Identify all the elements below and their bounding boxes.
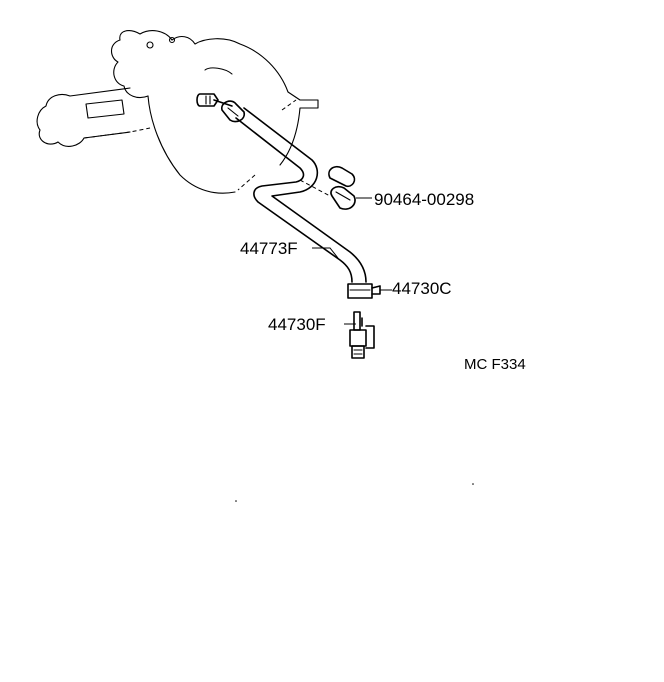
upper-hose-clip [221, 100, 246, 123]
lower-hose-clamp [347, 283, 381, 299]
union-check-valve [349, 311, 375, 359]
part-number-44730f: 44730F [268, 315, 326, 334]
part-number-90464-00298: 90464-00298 [374, 190, 474, 209]
speck [235, 500, 237, 502]
speck [472, 483, 474, 485]
part-number-44730c: 44730C [392, 279, 452, 298]
figure-code: MC F334 [464, 356, 526, 373]
part-number-44773f: 44773F [240, 239, 298, 258]
leader-clip [299, 179, 331, 197]
brake-booster-outline [36, 30, 319, 194]
leader-44773f [312, 247, 339, 259]
vacuum-hose [235, 107, 367, 283]
booster-check-fitting [196, 93, 233, 107]
hose-clip [328, 165, 356, 210]
